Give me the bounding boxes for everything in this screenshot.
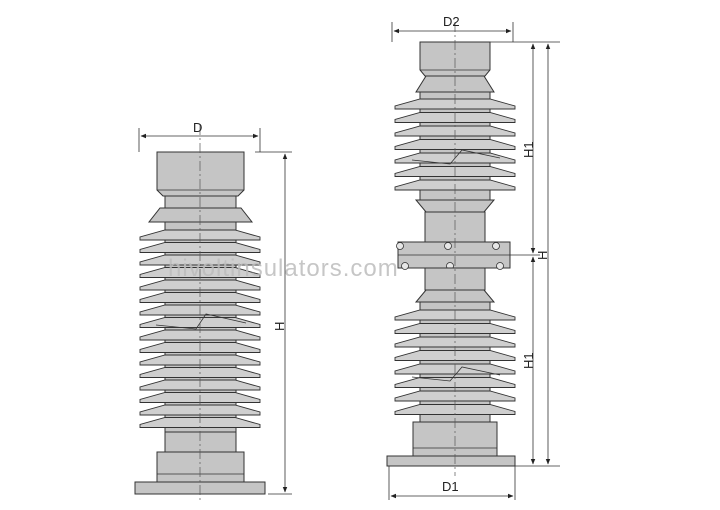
shed <box>139 279 261 291</box>
bolt <box>396 242 404 250</box>
dim-D-label: D <box>193 120 202 135</box>
bolt <box>444 242 452 250</box>
shed <box>139 329 261 341</box>
dim-H1-upper-label: H1 <box>521 141 536 158</box>
shed <box>139 292 261 303</box>
watermark-text: hivoltinsulators.com <box>168 255 399 282</box>
dim-D2-label: D2 <box>443 14 460 29</box>
dim-H-total-label: H <box>535 251 550 260</box>
bolt <box>496 262 504 270</box>
dim-H-label: H <box>272 322 287 331</box>
left-insulator <box>134 125 266 500</box>
bolt <box>401 262 409 270</box>
right-dimensions: D2 D1 H1 H1 H <box>388 14 560 500</box>
right-insulator <box>386 22 516 476</box>
dim-H1-lower-label: H1 <box>521 352 536 369</box>
right-upper-break-line <box>411 149 501 165</box>
left-break-line <box>155 313 247 330</box>
dim-D1-label: D1 <box>442 479 459 494</box>
right-lower-break-line <box>411 366 501 382</box>
bolt <box>492 242 500 250</box>
shed <box>394 98 516 110</box>
left-dimensions: D H <box>138 120 292 495</box>
